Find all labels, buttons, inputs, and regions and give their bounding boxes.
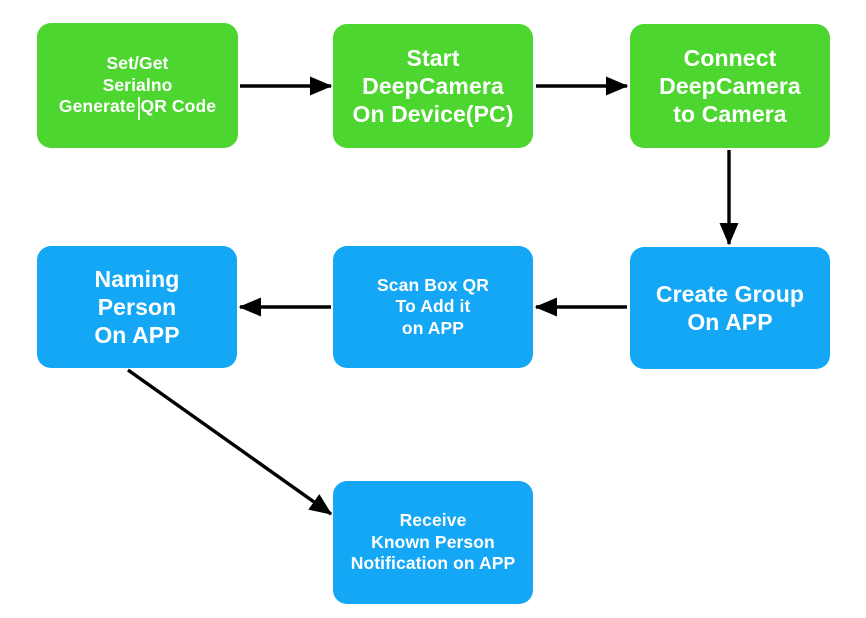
node-label-line: Notification on APP bbox=[350, 553, 516, 574]
node-label-line: On Device(PC) bbox=[352, 101, 514, 128]
edge-naming-to-receive-arrow-icon bbox=[127, 368, 333, 516]
node-label-line: Known Person bbox=[371, 531, 495, 552]
node-label-line: On APP bbox=[687, 309, 773, 335]
node-label-line: Connect bbox=[683, 44, 777, 71]
node-label-line: DeepCamera bbox=[362, 72, 504, 99]
node-label-line: Scan Box QR bbox=[377, 274, 489, 295]
node-label-line: Start bbox=[406, 44, 460, 71]
node-label-line: Serialno bbox=[102, 74, 173, 95]
node-label-line: Person bbox=[97, 293, 177, 320]
node-label-line: Receive bbox=[399, 510, 467, 531]
node-label-line: on APP bbox=[401, 317, 465, 338]
node-label-line: Create Group bbox=[655, 280, 805, 307]
node-label-line: Generate QR Code bbox=[58, 96, 217, 117]
node-label-line: On APP bbox=[94, 322, 180, 349]
node-label-line: Set/Get bbox=[106, 53, 169, 74]
node-label-line: To Add it bbox=[395, 296, 471, 317]
node-label-line: DeepCamera bbox=[659, 72, 801, 99]
node-label-line: to Camera bbox=[673, 101, 787, 128]
node-label-line: Naming bbox=[94, 265, 180, 292]
